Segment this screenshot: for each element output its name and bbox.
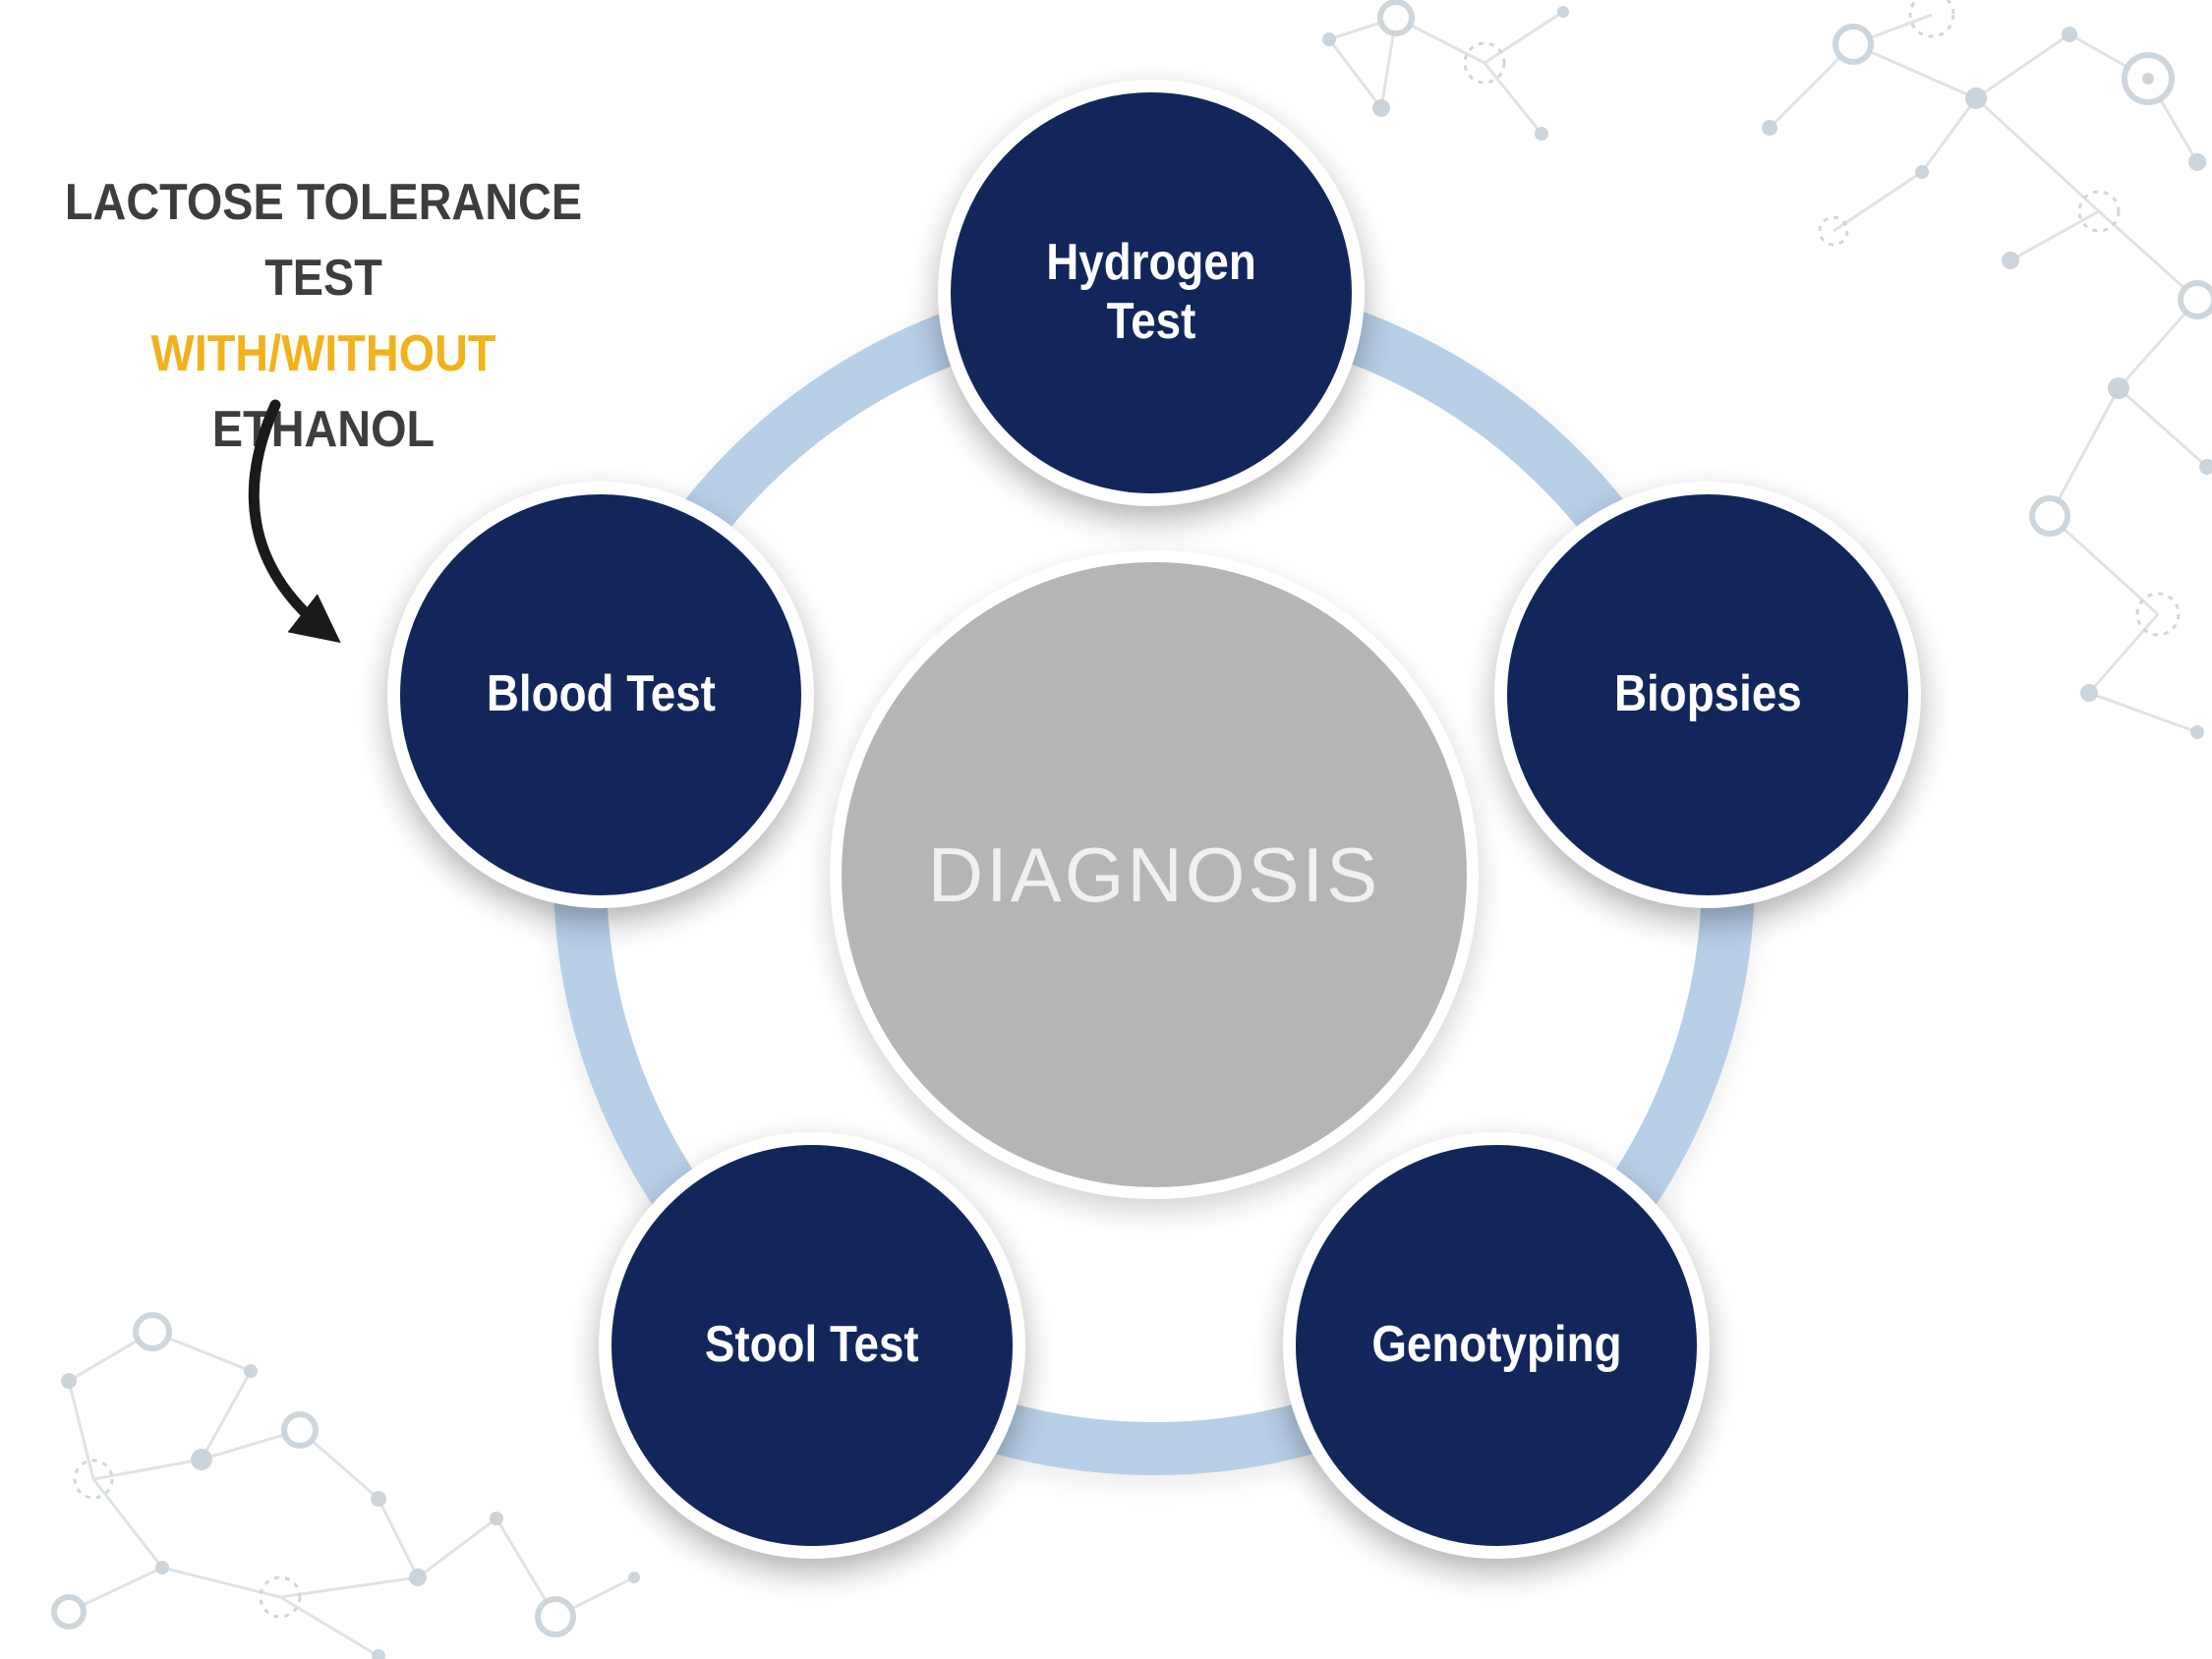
node-hydrogen-test-label: Hydrogen Test — [1046, 234, 1256, 350]
diagnosis-label: DIAGNOSIS — [927, 830, 1381, 918]
node-stool-test: Stool Test — [599, 1132, 1025, 1559]
annotation-line-2: WITH/WITHOUT — [150, 324, 496, 382]
annotation-line-3: ETHANOL — [211, 400, 436, 458]
node-blood-test-label: Blood Test — [486, 665, 716, 723]
annotation-line-1: LACTOSE TOLERANCE TEST — [64, 174, 583, 307]
node-biopsies-label: Biopsies — [1613, 665, 1802, 723]
node-blood-test: Blood Test — [387, 482, 814, 908]
node-hydrogen-test: Hydrogen Test — [938, 80, 1365, 506]
node-biopsies: Biopsies — [1494, 482, 1921, 908]
node-genotyping: Genotyping — [1283, 1132, 1710, 1559]
diagnosis-center-circle: DIAGNOSIS — [830, 550, 1479, 1199]
node-stool-test-label: Stool Test — [705, 1316, 919, 1374]
annotation-block: LACTOSE TOLERANCE TEST WITH/WITHOUT ETHA… — [40, 165, 607, 468]
node-genotyping-label: Genotyping — [1370, 1316, 1622, 1374]
